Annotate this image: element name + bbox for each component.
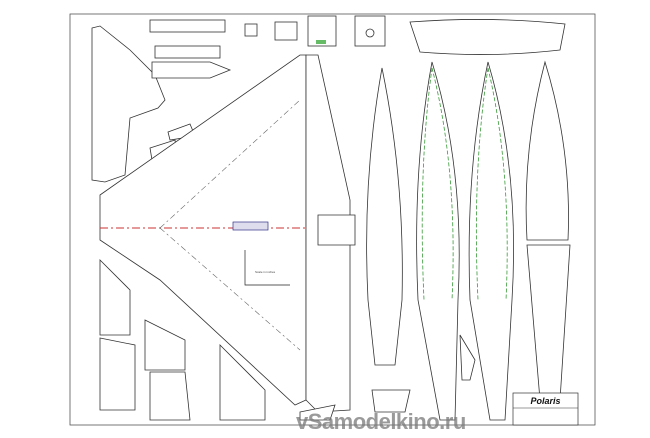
hinge-line [159, 99, 301, 351]
fin-part [144, 319, 186, 371]
small-part [459, 334, 476, 381]
motor-mount-diagram [232, 221, 269, 231]
small-part [299, 404, 336, 421]
former-slot [316, 40, 326, 44]
sheet-border [69, 13, 596, 426]
servo-tray-part [154, 45, 221, 59]
small-part [274, 21, 298, 41]
delta-wing-main [99, 54, 307, 406]
brand-logo: Polaris [530, 396, 561, 406]
title-block [512, 392, 579, 426]
canopy-part [409, 19, 566, 55]
watermark: vSamodelkino.ru [296, 409, 466, 434]
fuselage-top-part [366, 67, 403, 366]
vertical-fin-part [91, 25, 166, 183]
servo-tray-part [149, 19, 226, 33]
fuselage-bottom-front [525, 60, 569, 241]
elevon-part [99, 337, 136, 411]
small-part [244, 23, 258, 37]
small-part [371, 389, 411, 413]
fold-lines [475, 67, 508, 301]
fuselage-bottom-rear [526, 244, 571, 401]
former-hole [365, 28, 375, 38]
scale-ruler [244, 250, 290, 286]
fuselage-side-left [416, 61, 460, 421]
fin-part [219, 344, 266, 421]
fuselage-mount [317, 214, 356, 246]
fin-part [149, 371, 191, 421]
scale-label: Scale in inches [255, 270, 276, 274]
fold-lines [421, 67, 454, 301]
nose-part [151, 61, 232, 79]
elevon-part [99, 259, 131, 336]
